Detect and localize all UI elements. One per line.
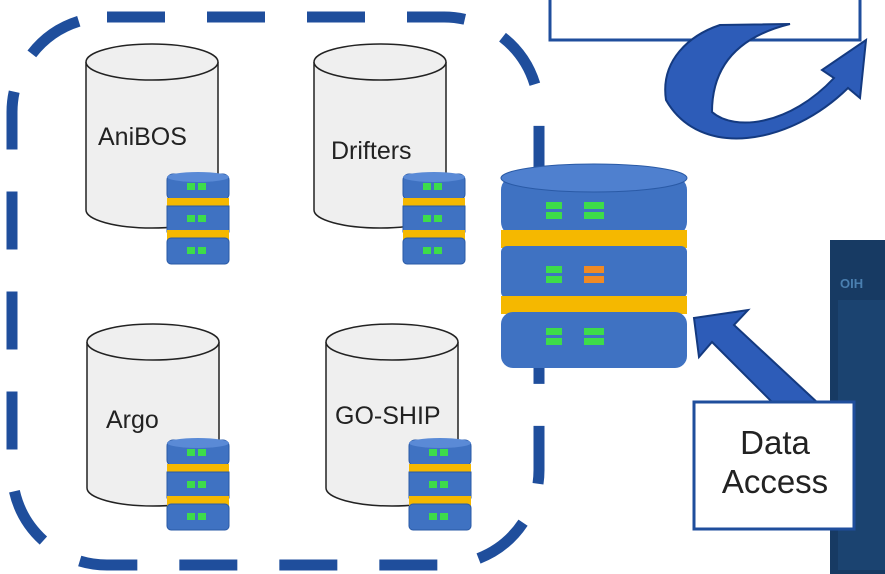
- server-stack-icon: [408, 437, 472, 531]
- database-label-go-ship: GO-SHIP: [335, 402, 441, 430]
- database-label-drifters: Drifters: [331, 137, 412, 165]
- database-label-anibos: AniBOS: [98, 123, 187, 151]
- server-stack-icon: [166, 171, 230, 265]
- data-access-box: [692, 400, 856, 531]
- curved-arrow-icon: [664, 23, 868, 140]
- server-stack-icon: [166, 437, 230, 531]
- data-access-label: Data Access: [700, 424, 850, 502]
- data-access-line1: Data: [740, 424, 810, 461]
- dashed-group-border: [6, 11, 545, 571]
- photo-logo: OIH: [840, 276, 864, 291]
- server-stack-icon: [500, 163, 688, 368]
- data-access-line2: Access: [721, 462, 829, 500]
- server-stack-icon: [402, 171, 466, 265]
- database-label-argo: Argo: [106, 406, 159, 434]
